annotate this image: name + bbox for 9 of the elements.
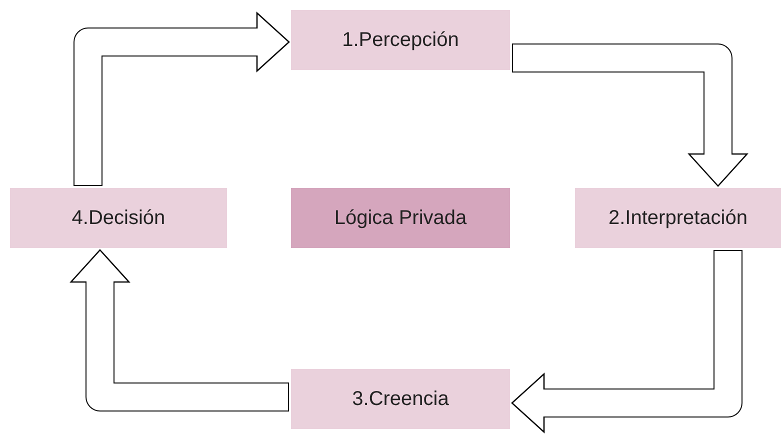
block-arrow: [511, 250, 742, 434]
process-box: 2.Interpretación: [575, 188, 781, 248]
block-arrow: [512, 44, 748, 187]
process-box: 3.Creencia: [291, 369, 510, 429]
process-box: Lógica Privada: [291, 188, 510, 248]
process-box: 4.Decisión: [10, 188, 227, 248]
process-box: 1.Percepción: [291, 10, 510, 70]
block-arrow: [70, 249, 289, 412]
block-arrow: [74, 12, 290, 186]
